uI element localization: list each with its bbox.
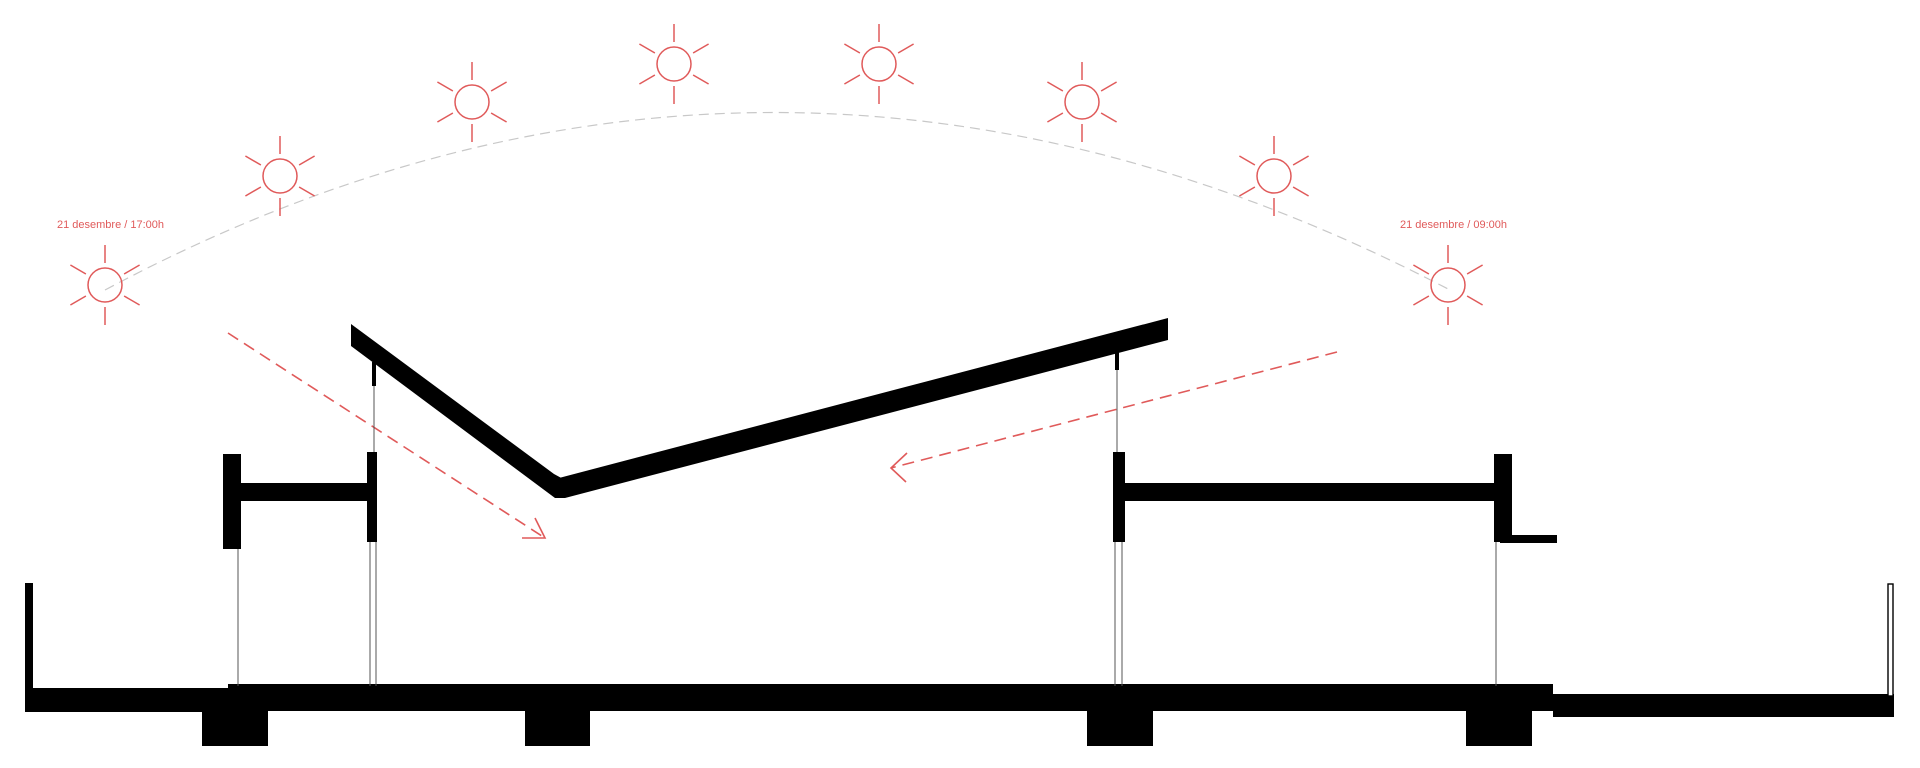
sun-label-right: 21 desembre / 09:00h [1400,219,1507,231]
sun-ray-tick [245,155,262,166]
sun-ray-tick [298,186,315,197]
sun-ray-tick [1047,81,1064,92]
sun-ray-right [889,351,1338,483]
ground-slab [228,684,1553,711]
sun-ray-tick [1292,155,1309,166]
roof-left-slab [351,324,565,498]
sun-ray-tick [844,43,861,54]
footing-1 [202,706,268,746]
sun-icon [639,24,709,104]
sun-icon [437,62,507,142]
sun-ray-tick [1413,295,1430,306]
sun-disc [262,158,298,194]
left-slab [238,483,371,501]
sun-path-line [104,112,1451,291]
sun-icon [1413,245,1483,325]
footing-4 [1466,706,1532,746]
sun-icon [1239,136,1309,216]
roof-hanger-right [1115,352,1119,370]
support-lines [237,370,1497,686]
sun-ray-tick [437,112,454,123]
sun-icon [70,245,140,325]
sun-ray-tick [639,74,656,85]
sun-path-arc [104,112,1451,291]
ray-arrowhead-left [522,517,547,539]
sun-icon [844,24,914,104]
sun-label-left: 21 desembre / 17:00h [57,219,164,231]
sun-ray-tick [897,74,914,85]
sun-ray-tick [1466,264,1483,275]
sun-ray-tick [490,112,507,123]
right-terrain-post [1887,583,1894,697]
sun-positions [70,24,1483,325]
sun-ray-tick [897,43,914,54]
right-terrain-slab [1553,694,1894,717]
roof-hanger-left [372,362,376,386]
sun-ray-tick [490,81,507,92]
sun-ray-left [227,332,547,539]
sun-disc [87,267,123,303]
sun-ray-tick [1100,112,1117,123]
building-section [25,318,1894,746]
sun-ray-tick [692,74,709,85]
footing-2 [525,706,590,746]
roof-right-slab [559,318,1168,498]
left-terrain-wall [25,583,33,698]
footing-3 [1087,706,1153,746]
sun-ray-tick [123,295,140,306]
sun-disc [861,46,897,82]
right-slab [1118,483,1498,501]
sun-ray-tick [692,43,709,54]
ray-line-right [890,351,1338,469]
sun-ray-tick [1413,264,1430,275]
sun-ray-tick [245,186,262,197]
sun-ray-tick [1466,295,1483,306]
right-canopy [1500,535,1557,543]
sun-disc [454,84,490,120]
sun-disc [656,46,692,82]
right-wall-outer [1494,454,1512,542]
sun-disc [1064,84,1100,120]
left-terrain-slab [25,688,230,712]
left-wall-outer [223,454,241,549]
sun-ray-tick [298,155,315,166]
sun-ray-tick [70,295,87,306]
sun-disc [1430,267,1466,303]
sun-disc [1256,158,1292,194]
sun-icon [245,136,315,216]
sun-ray-tick [437,81,454,92]
sun-ray-tick [639,43,656,54]
sun-ray-tick [1239,186,1256,197]
sun-ray-tick [1100,81,1117,92]
sun-ray-tick [844,74,861,85]
sun-ray-tick [1239,155,1256,166]
sun-ray-tick [1292,186,1309,197]
sun-icon [1047,62,1117,142]
sun-ray-tick [1047,112,1064,123]
left-wall-inner [367,452,377,542]
sun-ray-tick [123,264,140,275]
sun-ray-tick [70,264,87,275]
ray-line-left [227,332,546,539]
ray-arrowhead-right [889,452,908,483]
